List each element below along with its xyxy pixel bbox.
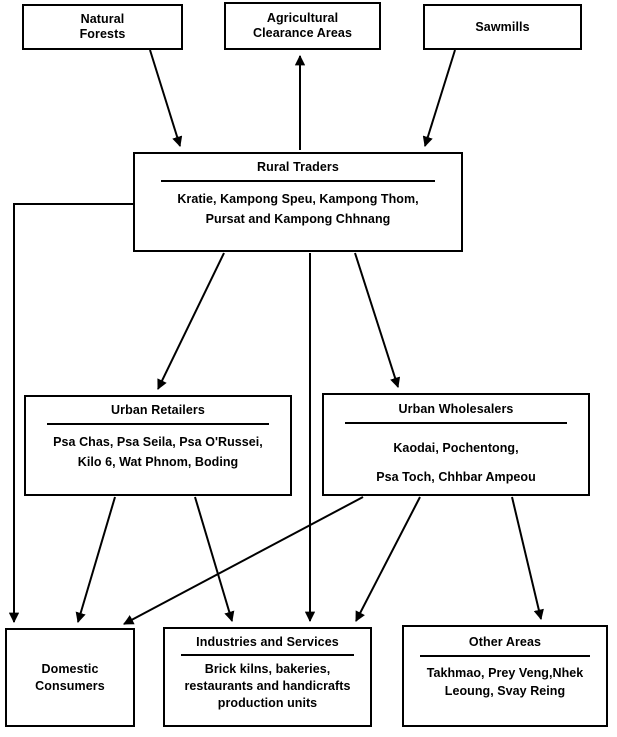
- edge-rural-traders-to-urban-retailers: [157, 252, 225, 390]
- node-domestic-consumers-title: Domestic Consumers: [35, 661, 105, 693]
- node-urban-wholesalers-title: Urban Wholesalers: [398, 402, 514, 416]
- node-urban-wholesalers-body: Kaodai, Pochentong, Psa Toch, Chhbar Amp…: [376, 441, 536, 484]
- node-sawmills[interactable]: Sawmills: [423, 4, 582, 50]
- node-other-areas[interactable]: Other Areas Takhmao, Prey Veng,Nhek Leou…: [402, 625, 608, 727]
- edge-urban-wholesalers-to-other-areas: [511, 496, 544, 621]
- node-sawmills-title: Sawmills: [475, 19, 530, 34]
- edge-urban-wholesalers-to-industries: [355, 496, 421, 622]
- node-natural-forests[interactable]: Natural Forests: [22, 4, 183, 50]
- node-urban-wholesalers[interactable]: Urban Wholesalers Kaodai, Pochentong, Ps…: [322, 393, 590, 496]
- node-rural-traders-title: Rural Traders: [257, 160, 339, 174]
- node-other-areas-title: Other Areas: [468, 635, 542, 649]
- node-urban-retailers-title: Urban Retailers: [111, 403, 205, 417]
- edge-sawmills-to-rural-traders: [422, 49, 456, 147]
- node-natural-forests-title: Natural Forests: [79, 12, 126, 41]
- edge-natural-forests-to-rural-traders: [149, 49, 183, 147]
- node-rural-traders[interactable]: Rural Traders Kratie, Kampong Speu, Kamp…: [133, 152, 463, 252]
- node-rural-traders-body: Kratie, Kampong Speu, Kampong Thom, Purs…: [177, 192, 419, 226]
- node-industries-and-services-body: Brick kilns, bakeries, restaurants and h…: [184, 662, 351, 710]
- edge-urban-retailers-to-industries: [194, 496, 235, 622]
- edge-urban-retailers-to-domestic-consumers: [75, 496, 116, 623]
- node-other-areas-divider: [420, 655, 590, 657]
- edge-rural-traders-to-urban-wholesalers: [354, 252, 401, 388]
- node-urban-retailers-divider: [47, 423, 269, 425]
- node-urban-retailers-body: Psa Chas, Psa Seila, Psa O'Russei, Kilo …: [53, 435, 263, 469]
- node-urban-wholesalers-divider: [345, 422, 567, 424]
- node-industries-and-services-title: Industries and Services: [196, 635, 339, 649]
- node-domestic-consumers[interactable]: Domestic Consumers: [5, 628, 135, 727]
- node-rural-traders-divider: [161, 180, 435, 182]
- edge-rural-traders-to-domestic-consumers: [8, 203, 133, 624]
- edge-urban-wholesalers-to-domestic-consumers: [123, 496, 364, 625]
- node-industries-and-services[interactable]: Industries and Services Brick kilns, bak…: [163, 627, 372, 727]
- node-other-areas-body: Takhmao, Prey Veng,Nhek Leoung, Svay Rei…: [426, 666, 584, 698]
- node-agricultural-clearance-areas-title: Agricultural Clearance Areas: [252, 11, 353, 40]
- node-agricultural-clearance-areas[interactable]: Agricultural Clearance Areas: [224, 2, 381, 50]
- node-industries-and-services-divider: [181, 654, 354, 656]
- node-urban-retailers[interactable]: Urban Retailers Psa Chas, Psa Seila, Psa…: [24, 395, 292, 496]
